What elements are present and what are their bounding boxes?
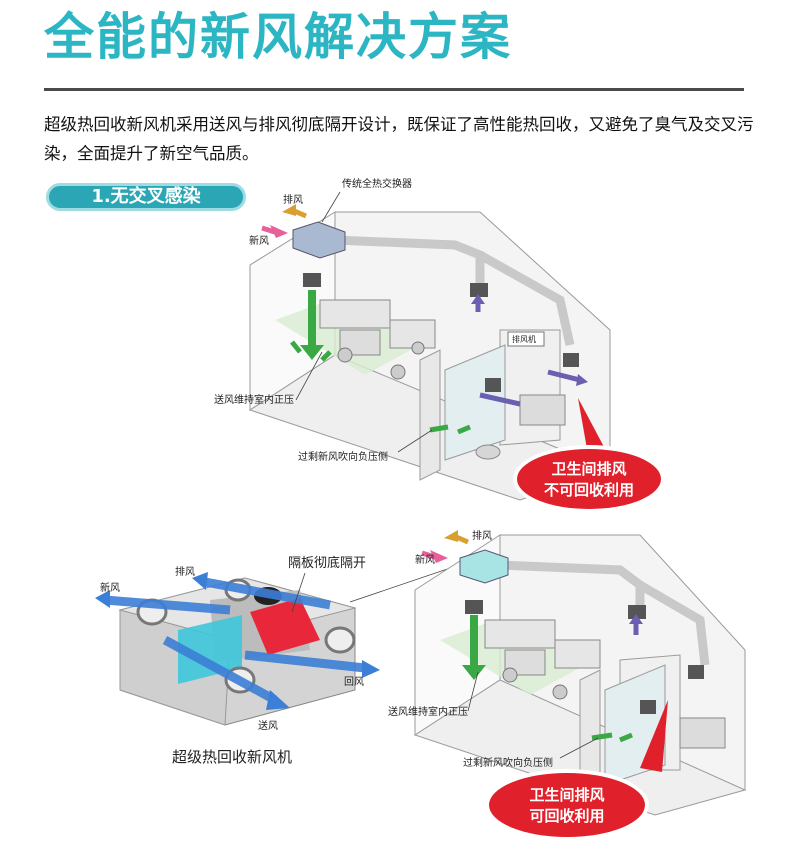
label-fresh-top: 新风 [249, 234, 269, 247]
label-supply-unit: 送风 [258, 719, 278, 732]
label-return-unit: 回风 [344, 676, 364, 688]
bottom-room-diagram: 排风 新风 送风维持室内正压 过剩新风吹向负压侧 卫生间排风 可回收利用 [388, 529, 747, 841]
callout-bottom-line1: 卫生间排风 [529, 786, 604, 804]
unit-cutaway-diagram: 排风 新风 隔板彻底隔开 回风 送风 超级热回收新风机 [95, 555, 466, 766]
section-tag: 1.无交叉感染 [46, 183, 246, 211]
label-fresh-bottom: 新风 [415, 553, 435, 566]
top-room-diagram: 传统全热交换器 排风 新风 排风机 送风维持室内正压 过剩新风吹向负压侧 卫生间… [214, 177, 665, 513]
label-traditional-exchanger: 传统全热交换器 [342, 177, 412, 190]
title-divider [44, 88, 744, 91]
label-exhaust-bottom: 排风 [472, 529, 492, 542]
label-surplus-negative-bottom: 过剩新风吹向负压侧 [463, 756, 553, 769]
callout-bottom-line2: 可回收利用 [529, 807, 604, 825]
unit-caption: 超级热回收新风机 [172, 748, 292, 766]
description-text: 超级热回收新风机采用送风与排风彻底隔开设计，既保证了高性能热回收，又避免了臭气及… [44, 115, 754, 163]
label-fresh-unit: 新风 [100, 581, 120, 594]
label-exhaust-fan: 排风机 [512, 334, 536, 344]
page-title: 全能的新风解决方案 [44, 8, 512, 66]
callout-top-line2: 不可回收利用 [544, 481, 634, 499]
label-partition: 隔板彻底隔开 [288, 555, 366, 571]
callout-top-line1: 卫生间排风 [551, 460, 626, 478]
label-exhaust-top: 排风 [283, 193, 303, 206]
label-surplus-negative-top: 过剩新风吹向负压侧 [298, 450, 388, 463]
label-supply-positive-top: 送风维持室内正压 [214, 393, 294, 406]
label-exhaust-unit: 排风 [175, 565, 195, 578]
label-supply-positive-bottom: 送风维持室内正压 [388, 705, 468, 718]
